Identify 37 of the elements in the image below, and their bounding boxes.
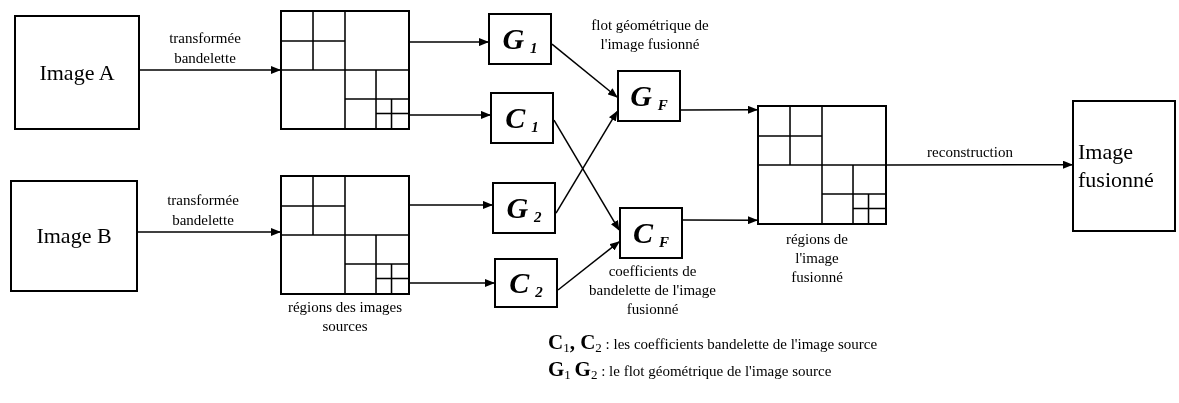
symbol-label: C$_{2}$ xyxy=(509,268,543,298)
node-label: Image A xyxy=(38,58,116,87)
symbol-box xyxy=(494,258,558,308)
arrow xyxy=(886,160,1073,169)
symbol-box xyxy=(492,182,556,234)
arrow xyxy=(555,110,618,214)
symbol-box xyxy=(619,207,683,259)
symbol-label: C$_{1}$ xyxy=(505,103,539,133)
node-label: régions de l'image fusionné xyxy=(784,230,850,287)
symbol-box xyxy=(617,70,681,122)
arrow xyxy=(557,241,620,291)
arrow xyxy=(682,216,758,225)
image-box xyxy=(10,180,138,292)
arrow xyxy=(680,105,758,114)
arrow xyxy=(409,279,495,287)
arrow xyxy=(137,228,281,236)
note: C$_{1}$, C$_{2}$ : les coefficients bandelette de l'image source xyxy=(548,330,878,356)
symbol-box xyxy=(490,92,554,144)
arrow xyxy=(409,110,491,119)
symbol-label: G$_{2}$ xyxy=(506,193,542,223)
image-box xyxy=(14,15,140,130)
symbol-label: G$_{1}$ xyxy=(502,24,538,54)
node-label: Image B xyxy=(35,222,113,250)
symbol-label: C$_{F}$ xyxy=(633,218,669,248)
note: G$_{1}$ G$_{2}$ : le flot géométrique de l'image source xyxy=(548,357,832,383)
arrow xyxy=(553,119,620,231)
arrow xyxy=(409,200,493,209)
node-label: coefficients de bandelette de l'image fusionné xyxy=(588,262,717,319)
node-label: Image fusionné xyxy=(1077,138,1155,194)
arrow xyxy=(551,43,618,98)
symbol-label: G$_{F}$ xyxy=(630,81,668,111)
node-label: régions des images sources xyxy=(286,298,404,336)
node-label: flot géométrique de l'image fusionné xyxy=(590,16,710,54)
arrow xyxy=(409,38,489,47)
arrow xyxy=(139,66,281,74)
image-box xyxy=(1072,100,1176,232)
symbol-box xyxy=(488,13,552,65)
